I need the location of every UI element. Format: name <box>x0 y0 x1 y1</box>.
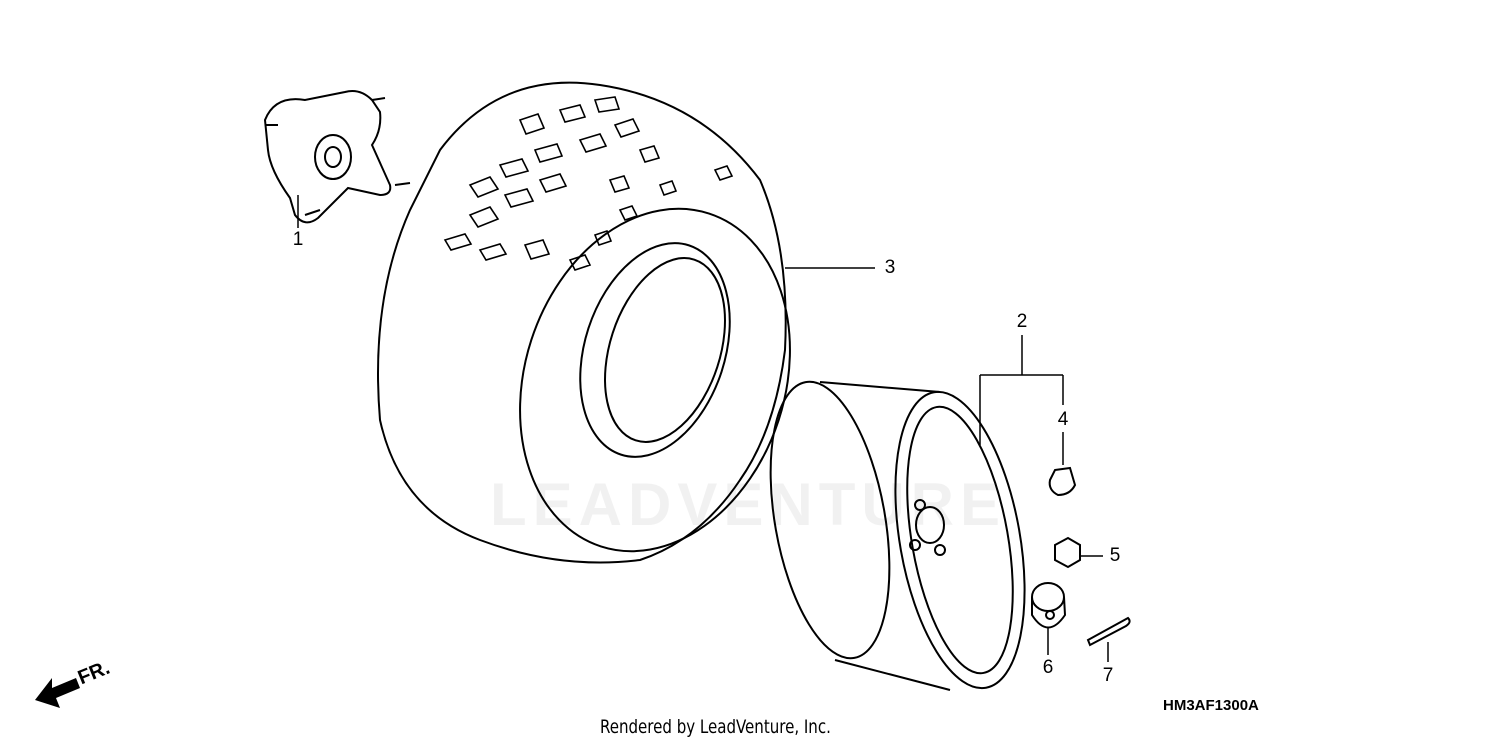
callout-5[interactable]: 5 <box>1109 545 1121 566</box>
front-direction-arrow-icon <box>35 678 80 708</box>
leader-lines <box>297 195 1109 662</box>
castle-nut-part[interactable] <box>1031 582 1067 629</box>
callout-6[interactable]: 6 <box>1042 657 1054 678</box>
tire-part[interactable] <box>377 81 833 587</box>
nut-part[interactable] <box>1054 536 1081 569</box>
valve-part[interactable] <box>1048 466 1077 497</box>
hub-part[interactable] <box>263 90 411 224</box>
diagram-code: HM3AF1300A <box>1163 697 1259 714</box>
cotter-pin-part[interactable] <box>1086 616 1131 647</box>
callout-2[interactable]: 2 <box>1016 311 1028 332</box>
callout-4[interactable]: 4 <box>1057 409 1069 430</box>
footer-credit: Rendered by LeadVenture, Inc. <box>600 716 831 738</box>
callout-7[interactable]: 7 <box>1102 665 1114 686</box>
callout-1[interactable]: 1 <box>292 229 304 250</box>
rim-part[interactable] <box>752 373 1046 699</box>
callout-3[interactable]: 3 <box>884 257 896 278</box>
watermark: LEADVENTURE <box>490 471 1007 538</box>
